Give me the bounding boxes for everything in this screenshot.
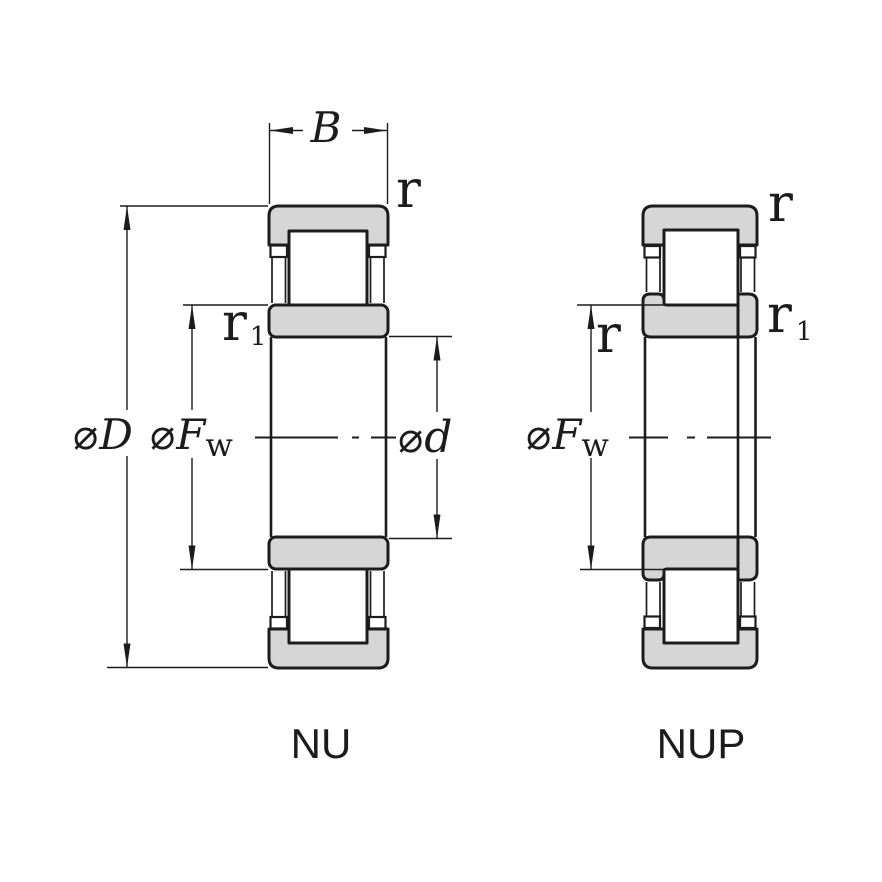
nup-loose-rib-top [736, 292, 759, 339]
arrow-down [433, 514, 441, 539]
nu-dimension-phiD: ⌀D [73, 205, 268, 669]
arrow-down [123, 643, 131, 668]
nup-cage-sections [643, 244, 757, 630]
nup-loose-rib-bottom [736, 535, 759, 582]
arrow-left [270, 127, 293, 134]
nup-dimension-phiFw: ⌀Fw [526, 304, 666, 571]
nu-dimension-phiFw: ⌀Fw [150, 304, 268, 571]
nu-roller-bottom [287, 567, 369, 645]
nup-roller-bottom [662, 567, 740, 645]
nu-inner-ring-bottom [267, 535, 390, 571]
nu-roller-top [287, 229, 369, 307]
arrow-up [433, 336, 441, 361]
nup-caption: NUP [657, 720, 746, 767]
nup-left-chamfer-label: r [596, 305, 621, 365]
arrow-up [587, 305, 595, 329]
arrow-down [188, 545, 196, 570]
nu-outer-diameter-label: ⌀D [73, 410, 133, 459]
nup-raceway-diameter-label: ⌀Fw [526, 410, 609, 464]
arrow-right [364, 127, 387, 134]
bearing-nu: B ⌀D ⌀Fw [73, 103, 452, 767]
nu-raceway-diameter-label: ⌀Fw [150, 410, 233, 464]
arrow-up [123, 206, 131, 230]
nu-dimension-B: B [268, 103, 389, 204]
nu-dimension-phid: ⌀d [389, 335, 452, 540]
nu-face-lines [271, 257, 385, 617]
nup-face-lines [645, 257, 756, 616]
arrow-up [188, 305, 196, 329]
nup-inner-ring-bottom [641, 535, 740, 582]
nup-roller-top [662, 228, 740, 307]
nup-outer-chamfer-label: r [768, 174, 793, 234]
nu-bore-diameter-label: ⌀d [398, 412, 452, 463]
nu-cage-sections [269, 244, 387, 630]
nup-inner-ring-top [641, 292, 740, 339]
nu-width-label: B [310, 103, 342, 152]
nu-inner-ring-top [267, 303, 390, 339]
nu-outer-chamfer-label: r [396, 160, 421, 220]
arrow-down [587, 545, 595, 570]
nu-caption: NU [291, 720, 352, 767]
